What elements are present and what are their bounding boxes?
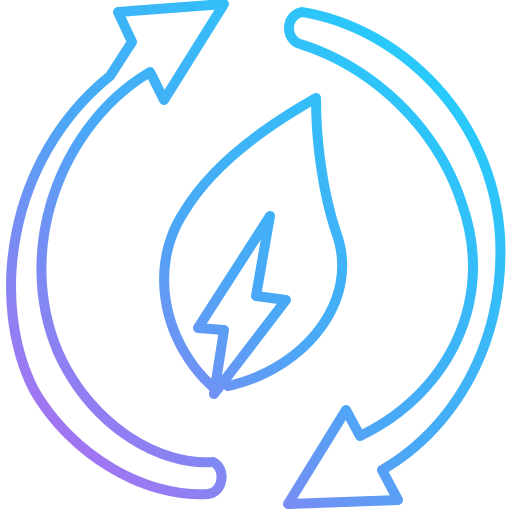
cycle-arrow-bottom-right-icon <box>283 7 506 509</box>
cycle-arrow-top-left-icon <box>6 0 229 500</box>
lightning-bolt-icon <box>193 211 291 399</box>
leaf-icon <box>159 93 348 393</box>
